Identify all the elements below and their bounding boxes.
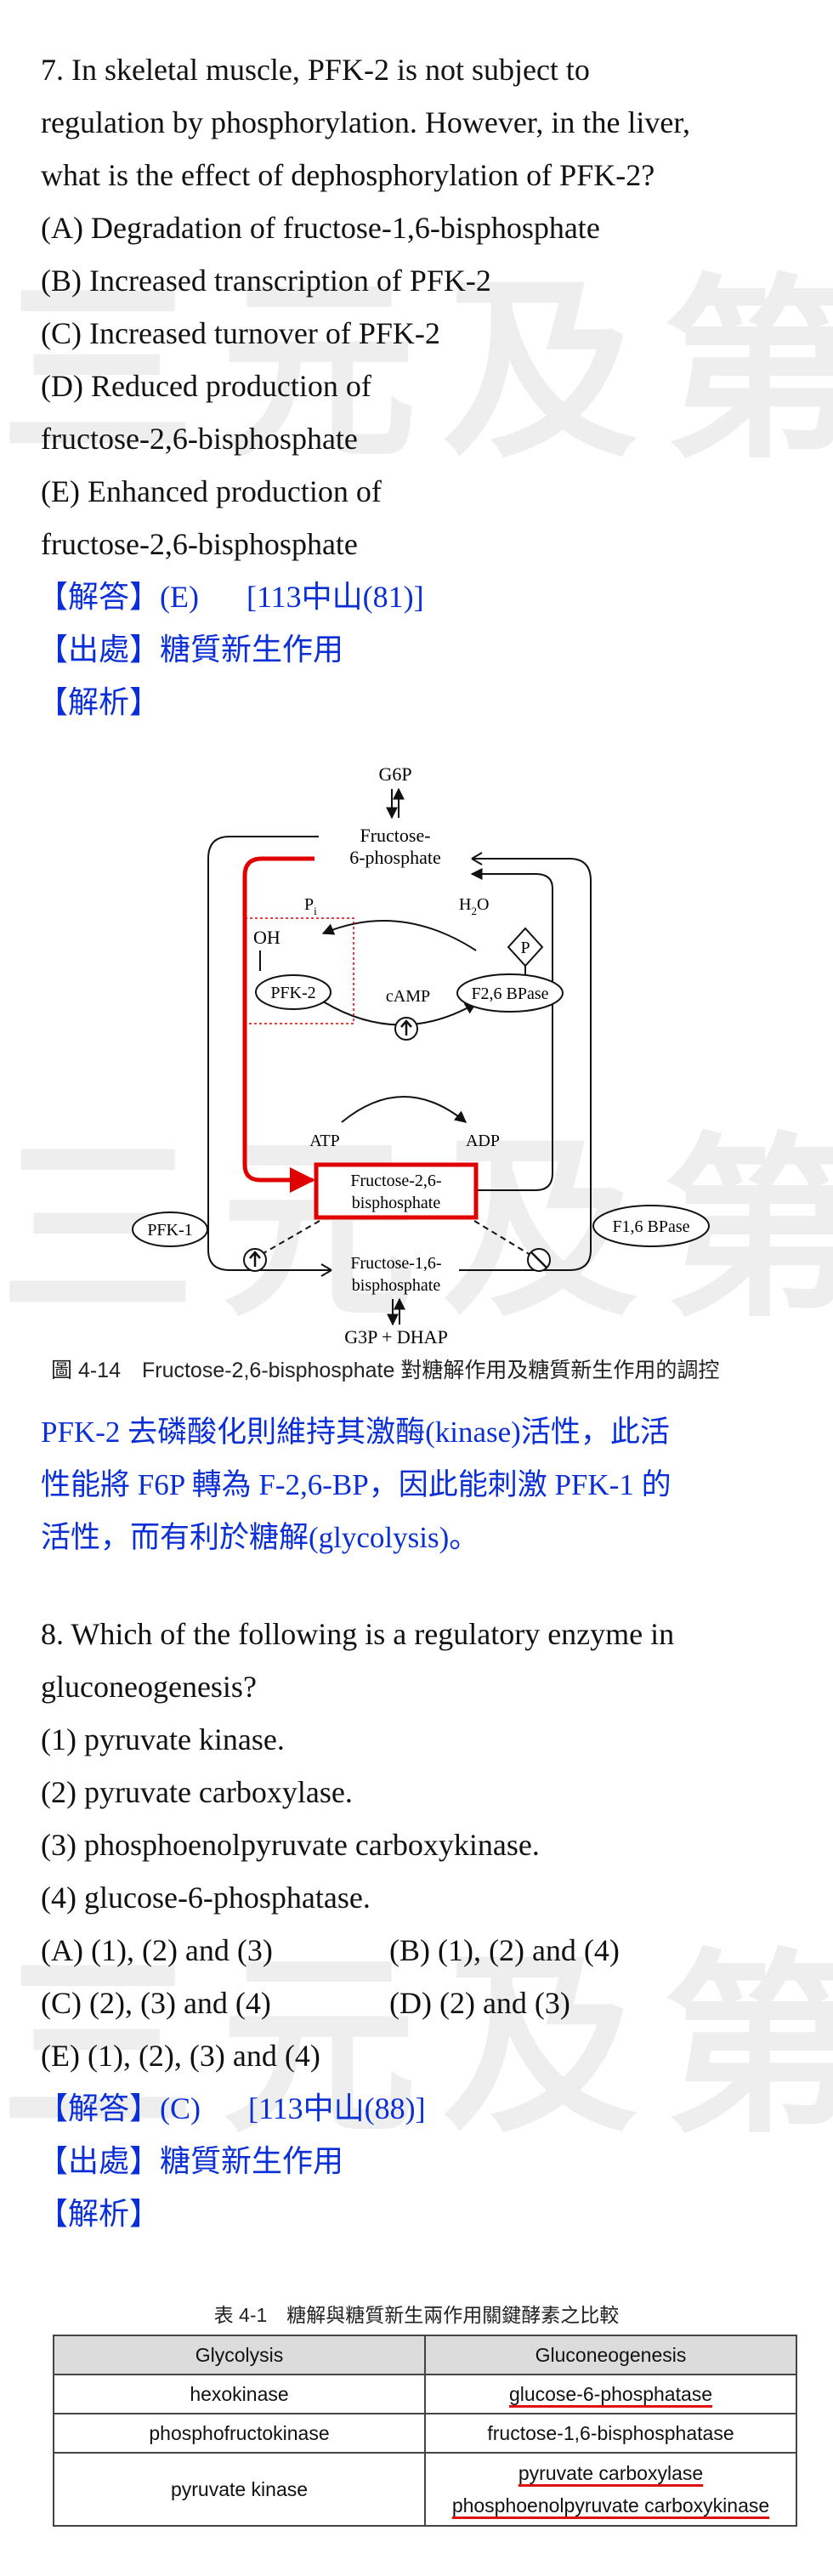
q8-item: (2) pyruvate carboxylase. xyxy=(41,1775,353,1809)
adp-label: ADP xyxy=(466,1132,500,1150)
figure-caption: 圖 4-14 Fructose-2,6-bisphosphate 對糖解作用及糖… xyxy=(51,1359,720,1382)
q8-choice-e: (E) (1), (2), (3) and (4) xyxy=(41,2039,320,2073)
q7-stem-line: 7. In skeletal muscle, PFK-2 is not subj… xyxy=(41,53,590,87)
f26bp-label: bisphosphate xyxy=(352,1194,441,1212)
camp-label: cAMP xyxy=(386,987,430,1006)
table-row: pyruvate kinase pyruvate carboxylase pho… xyxy=(53,2452,797,2527)
q7-analysis-label: 【解析】 xyxy=(37,685,161,719)
table-cell: pyruvate carboxylase phosphoenolpyruvate… xyxy=(424,2452,797,2527)
f6p-label: 6-phosphate xyxy=(349,847,441,868)
q7-option: (A) Degradation of fructose-1,6-bisphosp… xyxy=(41,211,600,245)
enzyme-comparison-table: Glycolysis Gluconeogenesis hexokinase gl… xyxy=(53,2335,797,2527)
q7-stem-line: what is the effect of dephosphorylation … xyxy=(41,158,655,192)
q8-choice-a: (A) (1), (2) and (3) xyxy=(41,1933,273,1967)
q7-option: (D) Reduced production of xyxy=(41,369,371,403)
table-cell: glucose-6-phosphatase xyxy=(424,2374,797,2414)
underlined-enzyme: glucose-6-phosphatase xyxy=(508,2382,713,2405)
q8-source: 【出處】糖質新生作用 xyxy=(37,2144,344,2178)
q8-item: (1) pyruvate kinase. xyxy=(41,1722,285,1756)
answer-reference: [113中山(81)] xyxy=(246,580,424,614)
h2o-label: H2O xyxy=(459,895,489,917)
q7-stem-line: regulation by phosphorylation. However, … xyxy=(41,105,690,139)
table-row: hexokinase glucose-6-phosphatase xyxy=(53,2374,797,2414)
answer-label: 【解答】(E) xyxy=(37,580,199,614)
q7-option: (B) Increased transcription of PFK-2 xyxy=(41,264,491,298)
f16bpase-label: F1,6 BPase xyxy=(612,1217,689,1236)
q8-analysis-label: 【解析】 xyxy=(37,2197,161,2231)
table-cell: fructose-1,6-bisphosphatase xyxy=(424,2413,797,2454)
q8-stem-line: gluconeogenesis? xyxy=(41,1670,257,1704)
q8-choice-d: (D) (2) and (3) xyxy=(389,1986,570,2020)
q7-option: fructose-2,6-bisphosphate xyxy=(41,527,358,561)
f16bp-label: Fructose-1,6- xyxy=(350,1254,441,1273)
table-header: Gluconeogenesis xyxy=(424,2335,797,2375)
phosphate-label: P xyxy=(520,939,530,957)
table-header-row: Glycolysis Gluconeogenesis xyxy=(53,2335,797,2375)
fructose-26-bisphosphate-diagram: G6P Fructose- 6-phosphate Pi H2O OH PFK-… xyxy=(132,763,710,1343)
q7-explanation-line: PFK-2 去磷酸化則維持其激酶(kinase)活性，此活 xyxy=(41,1416,670,1449)
watermark: 三元及第 xyxy=(0,1933,833,2160)
q7-answer: 【解答】(E) [113中山(81)] xyxy=(37,578,424,616)
q8-answer: 【解答】(C) [113中山(88)] xyxy=(37,2090,426,2127)
f26bpase-label: F2,6 BPase xyxy=(471,984,548,1003)
answer-label: 【解答】(C) xyxy=(37,2091,201,2125)
f26bp-label: Fructose-2,6- xyxy=(350,1172,441,1190)
q8-choice-c: (C) (2), (3) and (4) xyxy=(41,1986,271,2020)
q7-explanation-line: 活性，而有利於糖解(glycolysis)。 xyxy=(41,1521,479,1554)
answer-reference: [113中山(88)] xyxy=(248,2091,426,2125)
g6p-label: G6P xyxy=(378,763,411,785)
table-title: 表 4-1 糖解與糖質新生兩作用關鍵酵素之比較 xyxy=(213,2304,620,2326)
table-row: phosphofructokinase fructose-1,6-bisphos… xyxy=(53,2413,797,2454)
q7-source: 【出處】糖質新生作用 xyxy=(37,633,344,667)
q8-item: (3) phosphoenolpyruvate carboxykinase. xyxy=(41,1828,540,1862)
q8-stem-line: 8. Which of the following is a regulator… xyxy=(41,1617,675,1651)
q7-option: (C) Increased turnover of PFK-2 xyxy=(41,316,440,350)
g3p-dhap-label: G3P + DHAP xyxy=(344,1326,448,1343)
table-cell: pyruvate kinase xyxy=(53,2452,426,2527)
q7-option: (E) Enhanced production of xyxy=(41,474,382,508)
q7-explanation-line: 性能將 F6P 轉為 F-2,6-BP，因此能刺激 PFK-1 的 xyxy=(41,1468,672,1501)
q8-item: (4) glucose-6-phosphatase. xyxy=(41,1881,371,1915)
table-cell: phosphofructokinase xyxy=(53,2413,426,2454)
q8-choice-b: (B) (1), (2) and (4) xyxy=(389,1933,620,1967)
pi-label: Pi xyxy=(304,895,317,917)
table-cell: hexokinase xyxy=(53,2374,426,2414)
f6p-label: Fructose- xyxy=(360,825,430,846)
table-header: Glycolysis xyxy=(53,2335,426,2375)
atp-label: ATP xyxy=(309,1132,340,1150)
f16bp-label: bisphosphate xyxy=(352,1276,441,1295)
underlined-enzyme: phosphoenolpyruvate carboxykinase xyxy=(451,2494,770,2516)
pfk2-label: PFK-2 xyxy=(270,984,315,1002)
pfk1-label: PFK-1 xyxy=(147,1221,192,1240)
underlined-enzyme: pyruvate carboxylase xyxy=(518,2462,704,2484)
oh-label: OH xyxy=(253,927,280,948)
q7-option: fructose-2,6-bisphosphate xyxy=(41,422,358,456)
watermark: 三元及第 xyxy=(0,258,833,485)
